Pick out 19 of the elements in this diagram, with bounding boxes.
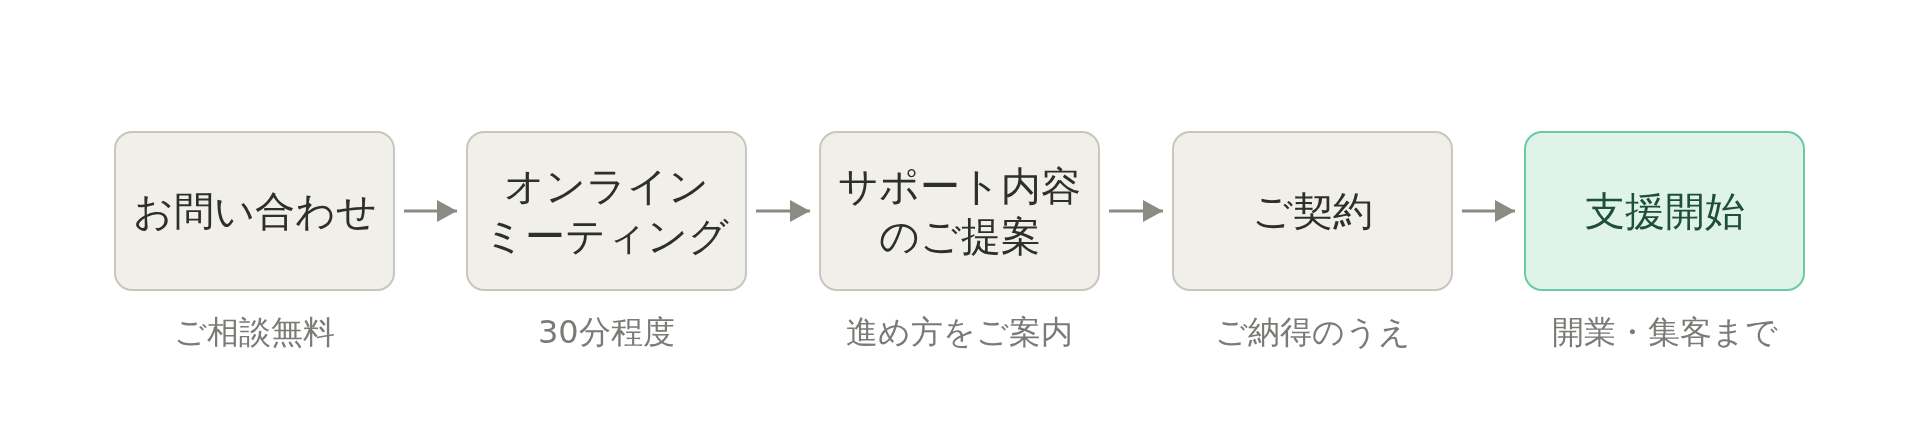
arrow bbox=[1109, 200, 1163, 222]
step-label: ご契約 bbox=[1252, 187, 1373, 236]
step-caption: 30分程度 bbox=[538, 313, 675, 352]
arrow bbox=[756, 200, 810, 222]
step-box bbox=[114, 131, 395, 291]
step-caption: ご相談無料 bbox=[174, 313, 335, 352]
arrow bbox=[404, 200, 457, 222]
step-caption: ご納得のうえ bbox=[1214, 313, 1411, 352]
step-label: サポート内容のご提案 bbox=[837, 162, 1082, 261]
step-caption: 開業・集客まで bbox=[1551, 313, 1778, 352]
step-label: お問い合わせ bbox=[132, 187, 377, 236]
step-box bbox=[466, 131, 747, 291]
highlighted-step-box bbox=[1524, 131, 1805, 291]
step-box bbox=[819, 131, 1100, 291]
step-label: 支援開始 bbox=[1584, 187, 1745, 236]
step-label: オンラインミーティング bbox=[483, 162, 730, 261]
step-box bbox=[1172, 131, 1453, 291]
step-caption: 進め方をご案内 bbox=[846, 313, 1073, 352]
arrow bbox=[1462, 200, 1515, 222]
